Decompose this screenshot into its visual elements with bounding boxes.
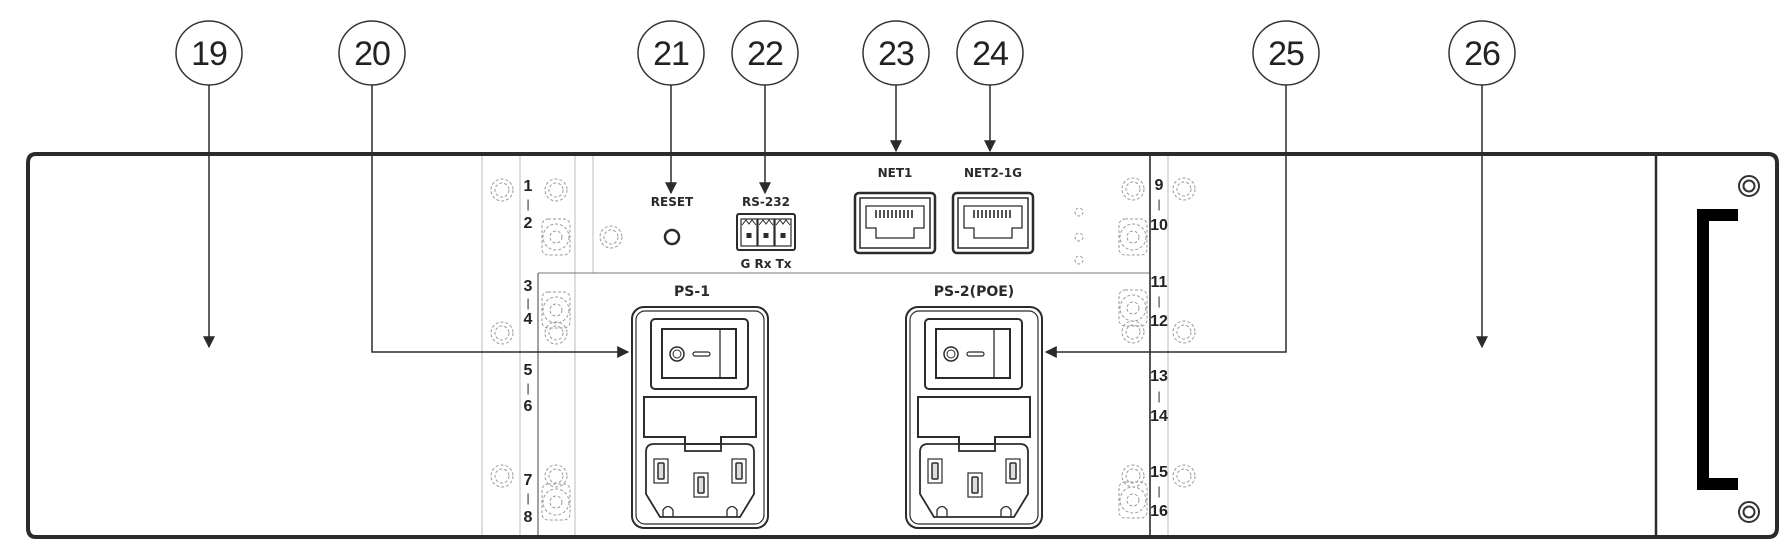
iec-power-inlet[interactable] xyxy=(643,396,757,518)
chassis-outline xyxy=(26,152,1779,539)
slot-number-pair: 3|4 xyxy=(524,278,533,328)
callout-number: 19 xyxy=(191,35,227,73)
callout-20: 20 xyxy=(338,20,630,358)
net2-1g-port[interactable] xyxy=(951,191,1035,255)
slot-number: 13 xyxy=(1150,368,1168,385)
callout-bubble xyxy=(862,20,930,86)
handle-screw-top-icon xyxy=(1738,175,1760,197)
rs232-terminal-block[interactable] xyxy=(736,213,796,251)
slot-numbers-right: 9 | 10 11 | 12 13 | 14 15 | 16 xyxy=(1150,177,1168,520)
slot-number-separator: | xyxy=(1157,389,1160,403)
callout-number: 24 xyxy=(972,35,1008,73)
slot-number-separator: | xyxy=(1157,484,1160,498)
callout-bubble xyxy=(1252,20,1320,86)
power-off-symbol-icon xyxy=(669,346,685,362)
slot-number: 4 xyxy=(524,311,533,328)
rack-handle xyxy=(1697,175,1760,523)
fuse-drawer xyxy=(643,396,757,445)
ps2-label: PS-2(POE) xyxy=(934,284,1014,300)
slot-number-pair: 11 | 12 xyxy=(1150,274,1168,330)
callout-leader-arrow xyxy=(371,85,630,358)
led-icon xyxy=(1074,232,1084,242)
callout-24: 24 xyxy=(956,20,1024,153)
callout-leader-arrow xyxy=(1044,85,1287,358)
callout-25: 25 xyxy=(1044,20,1320,358)
slot-number: 8 xyxy=(524,509,533,526)
callout-bubble xyxy=(956,20,1024,86)
net1-port[interactable] xyxy=(853,191,937,255)
slot-number-separator: | xyxy=(526,296,529,310)
callout-number: 20 xyxy=(354,35,390,73)
slot-number: 5 xyxy=(524,362,533,379)
slot-number-separator: | xyxy=(526,491,529,505)
callout-bubble xyxy=(175,20,243,86)
power-off-symbol-icon xyxy=(943,346,959,362)
led-icon xyxy=(1074,207,1084,217)
led-icon xyxy=(1074,255,1084,265)
fuse-drawer xyxy=(917,396,1031,445)
slot-number: 3 xyxy=(524,278,533,295)
callout-23: 23 xyxy=(862,20,930,153)
callout-number: 21 xyxy=(653,35,689,73)
slot-number: 16 xyxy=(1150,503,1168,520)
slot-number-pair: 9 | 10 xyxy=(1150,177,1168,234)
callout-bubble xyxy=(1448,20,1516,86)
slot-number-separator: | xyxy=(1157,197,1160,211)
left-slot-rail xyxy=(481,156,623,535)
slot-number-separator: | xyxy=(1157,294,1160,308)
net1-label: NET1 xyxy=(878,166,913,180)
rs232-pin-labels: G Rx Tx xyxy=(740,257,791,271)
reset-label: RESET xyxy=(651,195,694,209)
power-switch[interactable] xyxy=(935,328,1011,379)
callout-number: 23 xyxy=(878,35,914,73)
callout-number: 25 xyxy=(1268,35,1304,73)
callout-number: 26 xyxy=(1464,35,1500,73)
slot-number: 12 xyxy=(1150,313,1168,330)
slot-number-separator: | xyxy=(526,381,529,395)
iec-power-inlet[interactable] xyxy=(917,396,1031,518)
ps1-label: PS-1 xyxy=(674,284,710,300)
slot-number: 7 xyxy=(524,472,533,489)
handle-screw-bottom-icon xyxy=(1738,501,1760,523)
power-switch[interactable] xyxy=(661,328,737,379)
callout-number: 22 xyxy=(747,35,783,73)
right-slot-rail xyxy=(1118,156,1196,535)
power-on-symbol-icon xyxy=(966,351,985,357)
slot-number-pair: 1 | 2 xyxy=(524,178,533,232)
status-leds xyxy=(1074,207,1084,265)
slot-number: 2 xyxy=(524,215,533,232)
slot-number: 14 xyxy=(1150,408,1168,425)
callout-21: 21 xyxy=(637,20,705,195)
slot-number-pair: 7 | 8 xyxy=(524,472,533,526)
callout-19: 19 xyxy=(175,20,243,349)
rs232-label: RS-232 xyxy=(742,195,790,209)
reset-button[interactable] xyxy=(663,228,681,246)
slot-number: 10 xyxy=(1150,217,1168,234)
slot-numbers-left: 1|23|45|67|8 xyxy=(524,178,533,526)
callout-22: 22 xyxy=(731,20,799,195)
ps-1-power-module[interactable] xyxy=(631,306,769,529)
slot-number: 1 xyxy=(524,178,533,195)
callout-bubble xyxy=(338,20,406,86)
callout-bubble xyxy=(731,20,799,86)
slot-number-pair: 5 | 6 xyxy=(524,362,533,415)
net2-label: NET2-1G xyxy=(964,166,1022,180)
callout-26: 26 xyxy=(1448,20,1516,349)
slot-number-pair: 13 | 14 xyxy=(1150,368,1168,425)
slot-number: 9 xyxy=(1155,177,1164,194)
ps-2-power-module[interactable] xyxy=(905,306,1043,529)
slot-number: 11 xyxy=(1151,274,1168,291)
slot-number: 6 xyxy=(524,398,533,415)
power-panel-frame xyxy=(537,156,1151,535)
power-on-symbol-icon xyxy=(692,351,711,357)
slot-number-separator: | xyxy=(526,197,529,211)
callout-bubble xyxy=(637,20,705,86)
slot-number-pair: 15 | 16 xyxy=(1150,464,1168,520)
slot-number: 15 xyxy=(1150,464,1168,481)
